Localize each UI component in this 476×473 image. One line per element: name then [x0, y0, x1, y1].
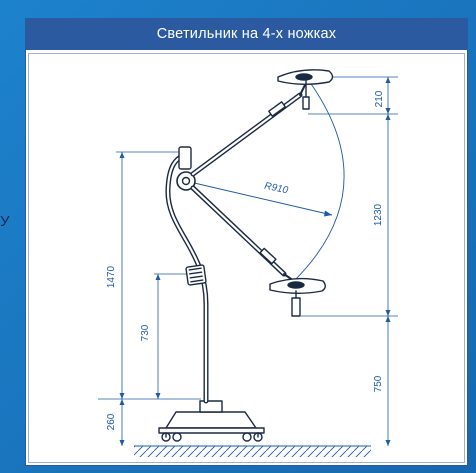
floor	[134, 445, 371, 457]
diagram-title: Светильник на 4-х ножках	[26, 19, 467, 50]
dim-head-height: 210	[374, 90, 385, 108]
dim-handle-height: 730	[140, 324, 151, 342]
dim-arm-span: 1230	[373, 203, 384, 227]
side-mark: У	[0, 213, 10, 230]
lamp	[158, 69, 334, 442]
arc-radius	[189, 80, 345, 282]
dim-total-height: 1470	[106, 265, 117, 289]
dim-floor-to-head: 750	[373, 375, 384, 393]
dim-base-height: 260	[106, 413, 117, 431]
diagram-card: Светильник на 4-х ножках	[25, 18, 468, 466]
technical-drawing	[28, 53, 465, 463]
lamp-diagram	[98, 69, 398, 457]
dimension-lines	[119, 77, 391, 446]
